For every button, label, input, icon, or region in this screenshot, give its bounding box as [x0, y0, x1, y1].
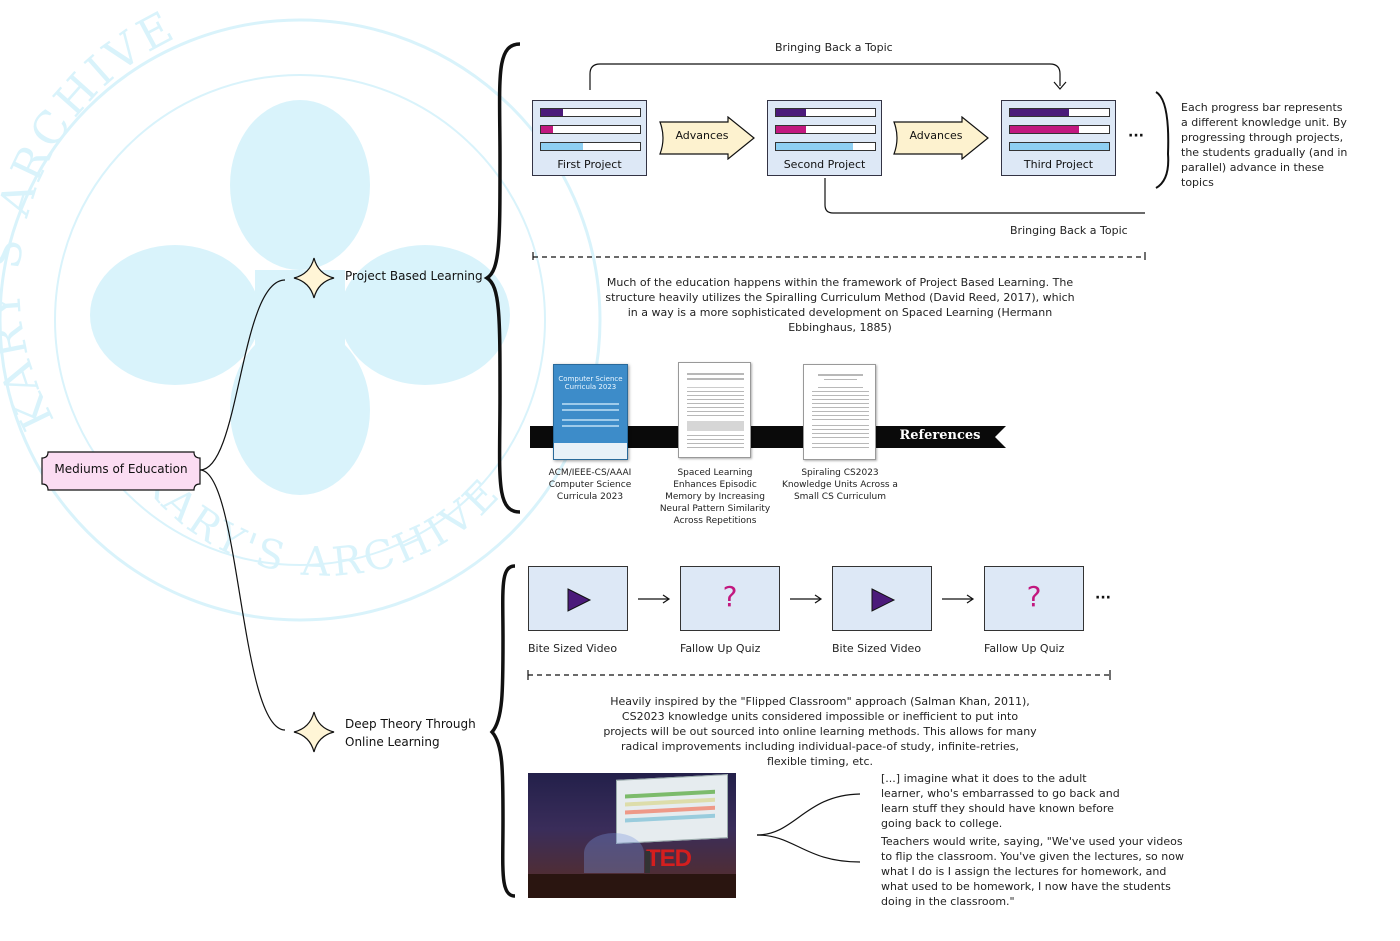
branch-label-line: Deep Theory Through	[345, 717, 476, 731]
reference-caption: Spiraling CS2023 Knowledge Units Across …	[782, 468, 898, 502]
mindmap-connectors	[199, 42, 520, 898]
speaker-figure	[645, 851, 650, 873]
ellipsis: ···	[1095, 590, 1111, 606]
progress-bar	[1009, 108, 1110, 117]
quote-fork	[756, 793, 861, 863]
references-label: References	[899, 428, 981, 443]
branch-label-project-based-learning: Project Based Learning	[345, 269, 483, 283]
quiz-step: ?	[984, 566, 1084, 631]
clover-logo	[90, 100, 510, 495]
reference-caption: Spaced Learning Enhances Episodic Memory…	[659, 468, 771, 526]
project-name: First Project	[557, 158, 622, 171]
cover-title: Computer Science Curricula 2023	[558, 375, 623, 391]
quote-1: [...] imagine what it does to the adult …	[881, 772, 1120, 830]
reference-cover-cs2023: Computer Science Curricula 2023	[553, 364, 628, 460]
project-card-third: Third Project	[1001, 100, 1116, 176]
step-label: Bite Sized Video	[832, 642, 922, 655]
progress-bar	[540, 125, 641, 134]
ted-logo: TED	[646, 845, 692, 872]
video-step	[832, 566, 932, 631]
advances-arrow: Advances	[892, 116, 990, 160]
branch-label-deep-theory: Deep Theory Through Online Learning	[345, 715, 476, 751]
step-label: Fallow Up Quiz	[984, 642, 1065, 655]
question-mark-icon: ?	[1026, 580, 1042, 613]
reference-caption: ACM/IEEE-CS/AAAI Computer Science Curric…	[548, 468, 632, 502]
play-icon	[871, 588, 896, 612]
progress-bar	[775, 108, 876, 117]
arc-label-top: Bringing Back a Topic	[775, 41, 893, 54]
reference-paper-spaced-learning	[678, 362, 751, 458]
step-label: Fallow Up Quiz	[680, 642, 761, 655]
ted-talk-photo: TED	[528, 773, 736, 898]
online-flow-arrows	[527, 594, 1111, 680]
progress-bar	[775, 125, 876, 134]
progress-bar	[1009, 125, 1110, 134]
advances-arrow: Advances	[658, 116, 756, 160]
quote-2: Teachers would write, saying, "We've use…	[881, 835, 1184, 908]
spiral-note: Each progress bar represents a different…	[1181, 101, 1348, 189]
references-banner	[530, 426, 1006, 448]
ellipsis: ···	[1128, 128, 1144, 144]
video-step	[528, 566, 628, 631]
advances-label: Advances	[909, 129, 963, 142]
progress-bar	[540, 108, 641, 117]
quiz-step: ?	[680, 566, 780, 631]
step-label: Bite Sized Video	[528, 642, 618, 655]
root-node-label: Mediums of Education	[54, 462, 188, 476]
branch-label-line: Online Learning	[345, 735, 440, 749]
star-icon	[293, 711, 335, 753]
arrow-right-icon	[893, 116, 989, 160]
reference-paper-spiraling	[803, 364, 876, 460]
projector-screen	[616, 774, 728, 844]
arrow-right-icon	[659, 116, 755, 160]
project-card-first: First Project	[532, 100, 647, 176]
root-node-frame	[41, 451, 201, 491]
progress-bar	[540, 142, 641, 151]
project-name: Second Project	[783, 158, 866, 171]
progress-bar	[775, 142, 876, 151]
progress-bar	[1009, 142, 1110, 151]
arc-label-bottom: Bringing Back a Topic	[1010, 224, 1128, 237]
star-icon	[293, 257, 335, 299]
project-card-second: Second Project	[767, 100, 882, 176]
project-name: Third Project	[1023, 158, 1094, 171]
play-icon	[567, 588, 592, 612]
advances-label: Advances	[675, 129, 729, 142]
online-description: Heavily inspired by the "Flipped Classro…	[603, 695, 1037, 768]
pbl-description: Much of the education happens within the…	[605, 276, 1075, 334]
question-mark-icon: ?	[722, 580, 738, 613]
spiral-arcs	[532, 63, 1170, 260]
